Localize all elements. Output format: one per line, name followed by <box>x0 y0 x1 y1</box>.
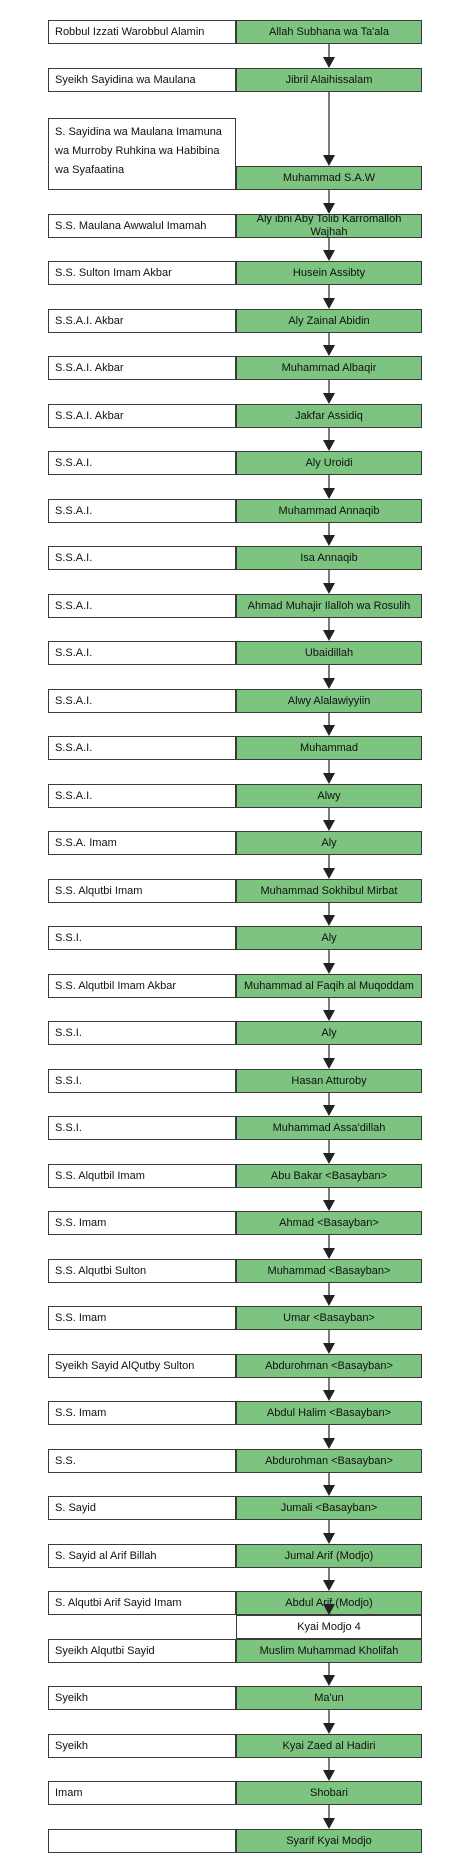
title-box: S.S. <box>48 1449 236 1473</box>
name-box: Hasan Atturoby <box>236 1069 422 1093</box>
name-box: Jumali <Basayban> <box>236 1496 422 1520</box>
title-box: S. Sayid al Arif Billah <box>48 1544 236 1568</box>
title-box: S. Sayidina wa Maulana Imamuna wa Murrob… <box>48 118 236 190</box>
name-box: Ahmad Muhajir Ilalloh wa Rosulih <box>236 594 422 618</box>
title-box: S.S.A.I. <box>48 594 236 618</box>
title-box: S.S.A.I. <box>48 499 236 523</box>
name-box: Aly <box>236 926 422 950</box>
name-box: Alwy <box>236 784 422 808</box>
name-box: Syarif Kyai Modjo <box>236 1829 422 1853</box>
name-box: Abdul Arif (Modjo) <box>236 1591 422 1615</box>
title-box: S.S. Imam <box>48 1306 236 1330</box>
title-box: S.S.A.I. Akbar <box>48 404 236 428</box>
title-box: S.S.I. <box>48 1116 236 1140</box>
title-box: S. Alqutbi Arif Sayid Imam <box>48 1591 236 1615</box>
title-box: S.S. Alqutbil Imam <box>48 1164 236 1188</box>
name-box: Muhammad <Basayban> <box>236 1259 422 1283</box>
name-box: Jibril Alaihissalam <box>236 68 422 92</box>
name-box: Abdurohman <Basayban> <box>236 1449 422 1473</box>
name-box: Aly Zainal Abidin <box>236 309 422 333</box>
name-box: Jumal Arif (Modjo) <box>236 1544 422 1568</box>
name-box: Aly <box>236 831 422 855</box>
name-box: Muhammad Assa'dillah <box>236 1116 422 1140</box>
name-box: Ubaidillah <box>236 641 422 665</box>
name-box: Muhammad <box>236 736 422 760</box>
name-box: Kyai Zaed al Hadiri <box>236 1734 422 1758</box>
title-box: S.S.A.I. Akbar <box>48 356 236 380</box>
title-box: S.S.I. <box>48 1069 236 1093</box>
name-box: Abdurohman <Basayban> <box>236 1354 422 1378</box>
title-box: S.S.A.I. <box>48 451 236 475</box>
name-box: Alwy Alalawiyyiin <box>236 689 422 713</box>
name-box: Allah Subhana wa Ta'ala <box>236 20 422 44</box>
title-box: S. Sayid <box>48 1496 236 1520</box>
name-box: Muhammad Sokhibul Mirbat <box>236 879 422 903</box>
title-box: S.S. Sulton Imam Akbar <box>48 261 236 285</box>
title-box: S.S.I. <box>48 1021 236 1045</box>
title-box: Robbul Izzati Warobbul Alamin <box>48 20 236 44</box>
name-box: Isa Annaqib <box>236 546 422 570</box>
title-box: S.S.A.I. <box>48 641 236 665</box>
title-box: S.S. Maulana Awwalul Imamah <box>48 214 236 238</box>
name-box: Muhammad Albaqir <box>236 356 422 380</box>
name-box: Jakfar Assidiq <box>236 404 422 428</box>
name-box: Aly <box>236 1021 422 1045</box>
name-box: Aly Uroidi <box>236 451 422 475</box>
title-box: S.S.A.I. <box>48 546 236 570</box>
title-box: Syeikh Sayid AlQutby Sulton <box>48 1354 236 1378</box>
name-box: Muhammad al Faqih al Muqoddam <box>236 974 422 998</box>
name-box: Husein Assibty <box>236 261 422 285</box>
title-box <box>48 1829 236 1853</box>
name-box: Muhammad Annaqib <box>236 499 422 523</box>
name-box: Ahmad <Basayban> <box>236 1211 422 1235</box>
title-box: Syeikh Alqutbi Sayid <box>48 1639 236 1663</box>
name-box: Umar <Basayban> <box>236 1306 422 1330</box>
name-box: Shobari <box>236 1781 422 1805</box>
title-box: S.S. Alqutbil Imam Akbar <box>48 974 236 998</box>
name-box: Abdul Halim <Basayban> <box>236 1401 422 1425</box>
title-box: S.S.A. Imam <box>48 831 236 855</box>
title-box: Syeikh <box>48 1734 236 1758</box>
title-box: S.S.A.I. <box>48 784 236 808</box>
title-box: Imam <box>48 1781 236 1805</box>
title-box: S.S.I. <box>48 926 236 950</box>
name-box: Ma'un <box>236 1686 422 1710</box>
title-box: S.S.A.I. <box>48 689 236 713</box>
name-box: Muhammad S.A.W <box>236 166 422 190</box>
alias-box: Kyai Modjo 4 <box>236 1615 422 1639</box>
title-box: S.S.A.I. Akbar <box>48 309 236 333</box>
title-box: S.S.A.I. <box>48 736 236 760</box>
name-box: Aly ibni Aby Tolib Karromalloh Wajhah <box>236 214 422 238</box>
name-box: Abu Bakar <Basayban> <box>236 1164 422 1188</box>
name-box: Muslim Muhammad Kholifah <box>236 1639 422 1663</box>
title-box: Syeikh Sayidina wa Maulana <box>48 68 236 92</box>
title-box: S.S. Alqutbi Imam <box>48 879 236 903</box>
title-box: S.S. Imam <box>48 1211 236 1235</box>
title-box: Syeikh <box>48 1686 236 1710</box>
title-box: S.S. Alqutbi Sulton <box>48 1259 236 1283</box>
title-box: S.S. Imam <box>48 1401 236 1425</box>
